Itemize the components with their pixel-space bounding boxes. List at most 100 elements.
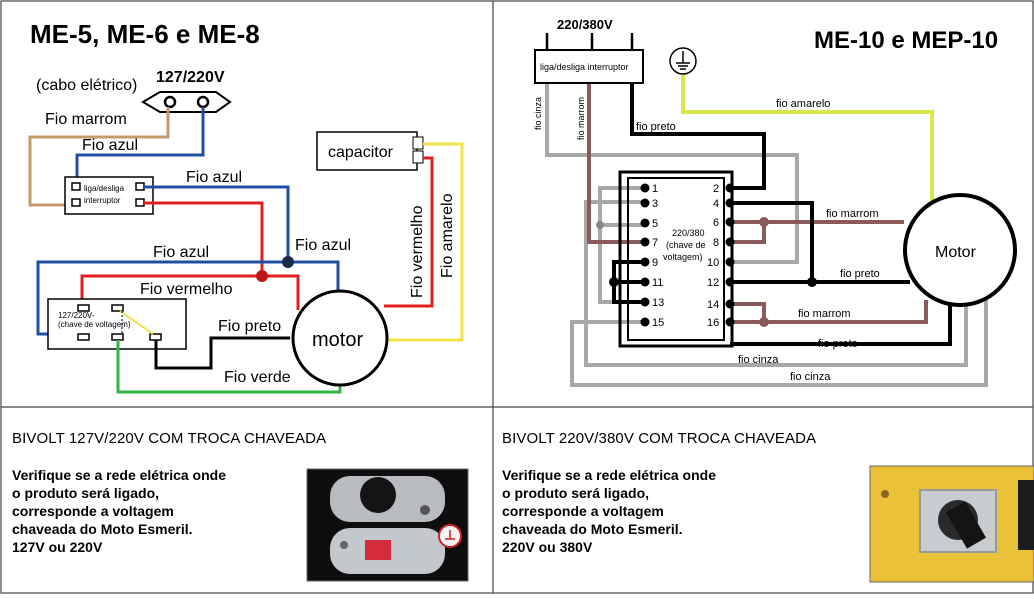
gray-bottom-label-1: fio cinza: [738, 354, 779, 366]
black-wire-left: [612, 260, 645, 284]
left-voltage: 127/220V: [156, 69, 225, 86]
brown-6-label: fio marrom: [826, 208, 879, 220]
black-wire: [154, 336, 290, 370]
bottom-right-text: Verifique se a rede elétrica onde o prod…: [502, 466, 792, 556]
terminal-15: 15: [652, 317, 664, 329]
left-title: ME-5, ME-6 e ME-8: [30, 19, 260, 49]
right-motor-label: Motor: [935, 244, 977, 261]
black-12-label: fio preto: [840, 268, 880, 280]
left-motor: motor: [291, 289, 389, 387]
black-wire-top: [630, 82, 766, 190]
terminal-13: 13: [652, 297, 664, 309]
blue-wire-label-4: Fio azul: [295, 237, 351, 254]
yellow-vertical-label: Fio amarelo: [439, 193, 456, 278]
terminal-6: 6: [713, 217, 719, 229]
bottom-right-line-1: Verifique se a rede elétrica onde: [502, 467, 716, 483]
switch-box-label-1: 220/380: [672, 228, 705, 238]
bottom-left-line-5: 127V ou 220V: [12, 539, 103, 555]
gray-bottom-label-2: fio cinza: [790, 371, 831, 383]
brown-wire: [28, 107, 170, 207]
switch-photo-right: [869, 465, 1034, 583]
brown-wire-vertical: [587, 82, 645, 244]
voltage-switch-label-1: 127/220V-: [58, 311, 95, 320]
bottom-right-line-4: chaveada do Moto Esmeril.: [502, 521, 683, 537]
bottom-right-heading: BIVOLT 220V/380V COM TROCA CHAVEADA: [502, 430, 817, 447]
switch-label-1: liga/desliga: [84, 184, 125, 193]
junction-dot: [282, 256, 294, 268]
right-wiring-diagram: ME-10 e MEP-10 220/380V: [533, 17, 1017, 387]
blue-wire-1: [75, 107, 205, 178]
black-bottom-label: fio preto: [818, 338, 858, 350]
junction-dot: [807, 277, 817, 287]
black-wire-label: Fio preto: [218, 318, 281, 335]
terminal-10: 10: [707, 257, 719, 269]
green-wire-label: Fio verde: [224, 369, 291, 386]
right-switch-label: liga/desliga interruptor: [540, 62, 629, 72]
red-wire-2: [80, 274, 300, 310]
blue-wire-label-1: Fio azul: [82, 137, 138, 154]
gray-vertical-label: fio cinza: [533, 97, 543, 130]
junction-dot: [759, 317, 769, 327]
switch-photo-left: [306, 468, 469, 582]
gray-wire-bottom-2: [570, 270, 988, 387]
bottom-right-line-2: o produto será ligado,: [502, 485, 650, 501]
terminal-3: 3: [652, 198, 658, 210]
capacitor-label: capacitor: [328, 144, 394, 161]
yellow-label: fio amarelo: [776, 98, 830, 110]
left-motor-label: motor: [312, 329, 363, 351]
brown-14-label: fio marrom: [798, 308, 851, 320]
terminal-14: 14: [707, 299, 719, 311]
blue-wire-2: [144, 185, 290, 262]
red-wire-3: [384, 156, 434, 308]
brown-wire-8: [730, 222, 766, 244]
switch-box-label-3: voltagem): [663, 252, 703, 262]
terminal-5: 5: [652, 218, 658, 230]
voltage-switch: 127/220V- (chave de voltagem): [47, 298, 187, 350]
right-power-switch: liga/desliga interruptor: [534, 49, 644, 84]
bottom-left-line-1: Verifique se a rede elétrica onde: [12, 467, 226, 483]
black-wire-bottom: [730, 300, 952, 346]
plug-icon: [141, 91, 232, 113]
junction-dot: [759, 217, 769, 227]
yellow-ground-wire: [681, 75, 934, 204]
terminal-7: 7: [652, 237, 658, 249]
junction-dot: [609, 277, 619, 287]
cable-label: (cabo elétrico): [36, 77, 137, 94]
right-terminals: 2 4 6 8 10 12 14 16: [707, 183, 735, 329]
junction-dot: [596, 221, 604, 229]
voltage-switch-label-2: (chave de voltagem): [58, 320, 131, 329]
blue-wire-3: [288, 260, 340, 298]
bottom-left-text: Verifique se a rede elétrica onde o prod…: [12, 466, 302, 556]
left-wiring-diagram: ME-5, ME-6 e ME-8 (cabo elétrico) 127/22…: [28, 19, 464, 394]
bottom-left-heading: BIVOLT 127V/220V COM TROCA CHAVEADA: [12, 430, 327, 447]
red-wire-label: Fio vermelho: [140, 281, 233, 298]
junction-dot: [256, 270, 268, 282]
terminal-11: 11: [652, 277, 663, 289]
terminal-9: 9: [652, 257, 658, 269]
blue-wire-label-3: Fio azul: [153, 244, 209, 261]
terminal-8: 8: [713, 237, 719, 249]
red-vertical-label: Fio vermelho: [409, 205, 426, 298]
gray-wire-bottom-1: [584, 200, 968, 367]
power-switch: liga/desliga interruptor: [64, 176, 154, 215]
bottom-left-line-3: corresponde a voltagem: [12, 503, 174, 519]
brown-wire-label: Fio marrom: [45, 111, 127, 128]
right-title: ME-10 e MEP-10: [814, 27, 998, 54]
left-terminals: 1 3 5 7 9 11 13 15: [640, 183, 664, 329]
black-wire-left-2: [612, 282, 645, 304]
bottom-left-line-2: o produto será ligado,: [12, 485, 160, 501]
yellow-wire: [378, 142, 464, 342]
blue-wire-label-2: Fio azul: [186, 169, 242, 186]
switch-box-label-2: (chave de: [666, 240, 706, 250]
green-wire: [116, 340, 342, 394]
terminal-16: 16: [707, 317, 719, 329]
bottom-right-line-3: corresponde a voltagem: [502, 503, 664, 519]
black-top-label: fio preto: [636, 121, 676, 133]
gray-wire-top: [545, 82, 799, 264]
bottom-right-line-5: 220V ou 380V: [502, 539, 593, 555]
red-wire-1: [144, 201, 264, 276]
right-voltage: 220/380V: [557, 17, 613, 32]
terminal-4: 4: [713, 198, 719, 210]
